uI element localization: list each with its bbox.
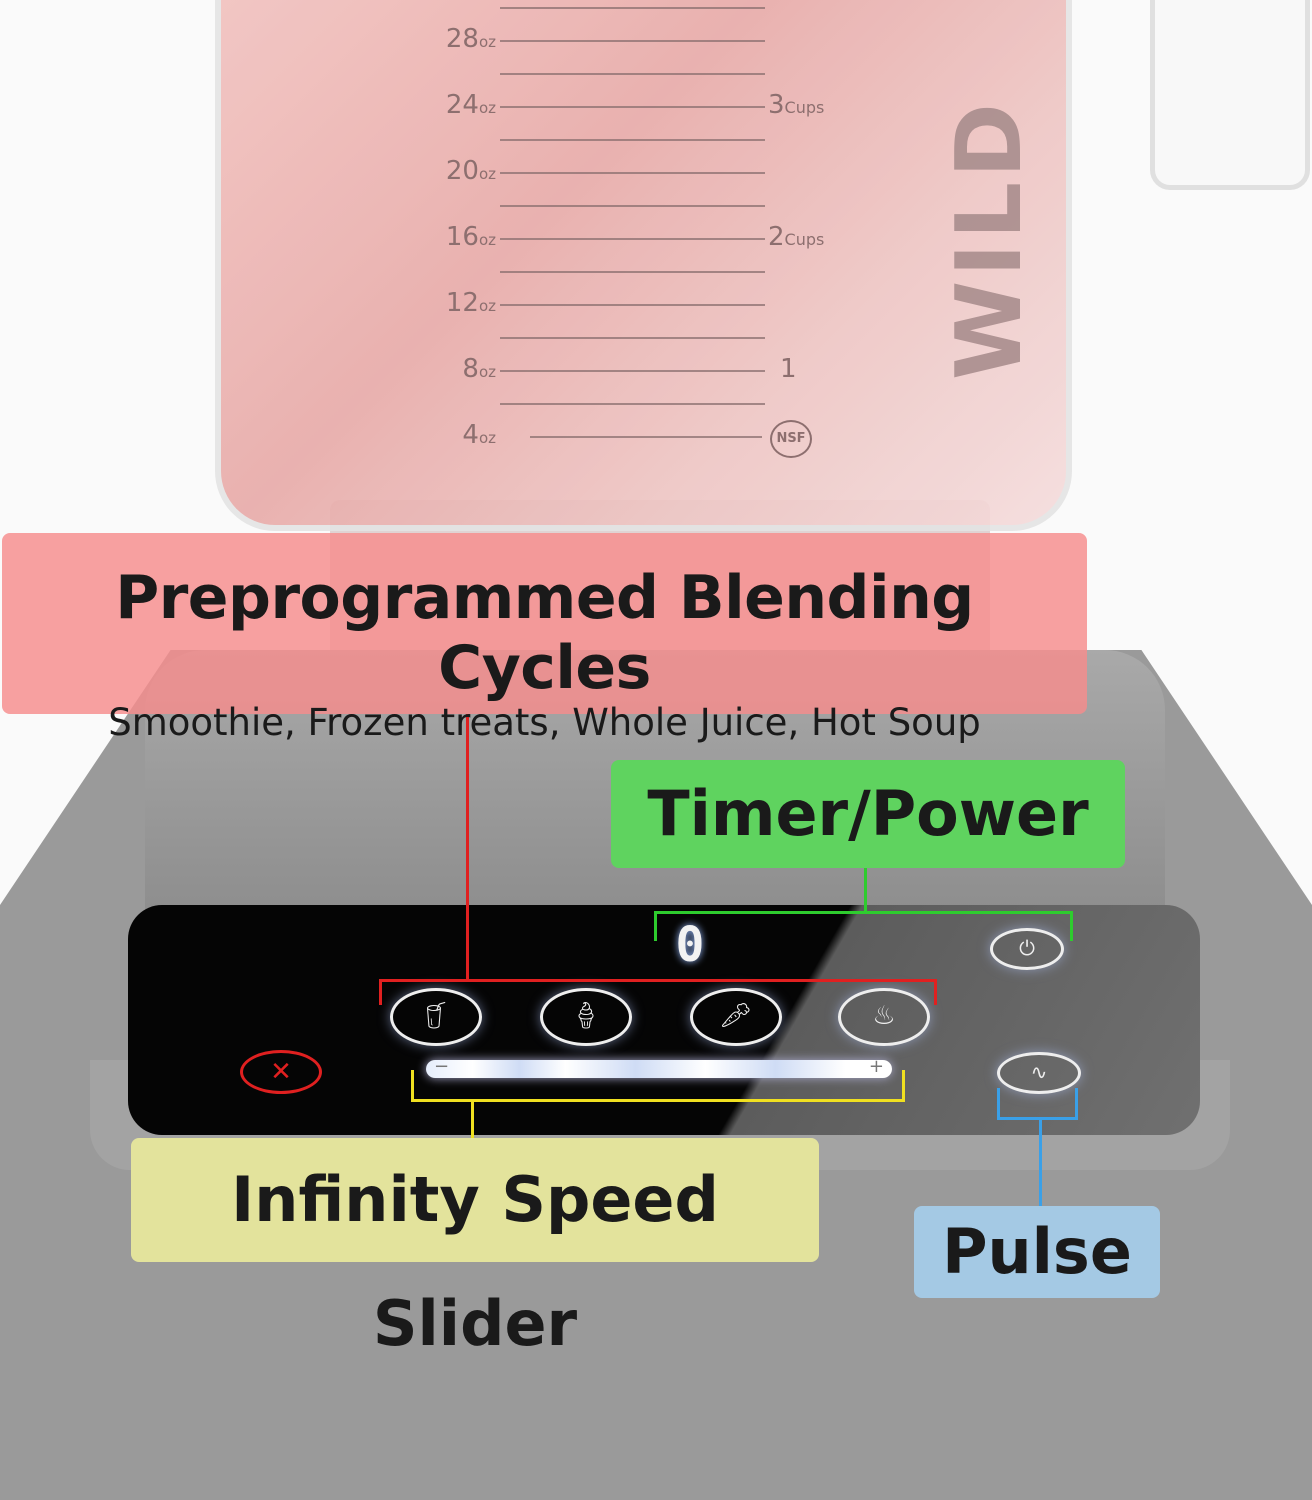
cup-label: 1 — [780, 354, 797, 384]
oz-label: 28oz — [445, 24, 496, 54]
graduation-line — [500, 370, 765, 372]
oz-label: 8oz — [462, 354, 496, 384]
graduation-line — [500, 40, 765, 42]
speed-slider-callout: Infinity Speed Slider — [131, 1138, 819, 1360]
stop-icon: ✕ — [270, 1057, 292, 1087]
timer-leader — [864, 868, 867, 912]
jar-handle — [1150, 0, 1310, 190]
power-button[interactable]: ⏻ — [990, 928, 1064, 970]
preprogrammed-subtitle: Smoothie, Frozen treats, Whole Juice, Ho… — [108, 701, 981, 744]
blender-jar — [215, 0, 1072, 531]
smoothie-button[interactable]: 🥤︎ — [390, 988, 482, 1046]
graduation-line — [500, 172, 765, 174]
oz-label: 16oz — [445, 222, 496, 252]
slider-max: + — [868, 1056, 884, 1077]
preprogrammed-leader — [466, 714, 469, 980]
slider-min: − — [434, 1056, 450, 1077]
graduation-line — [500, 7, 765, 9]
slider-leader — [471, 1100, 474, 1138]
graduation-line — [500, 139, 765, 141]
brand-logo: WILD — [937, 99, 1042, 380]
hot-soup-icon: ♨ — [872, 1001, 896, 1031]
whole-juice-icon: 🥕︎ — [719, 1001, 753, 1031]
timer-power-callout: Timer/Power — [611, 760, 1125, 868]
graduation-line — [500, 403, 765, 405]
whole-juice-button[interactable]: 🥕︎ — [690, 988, 782, 1046]
smoothie-icon: 🥤︎ — [419, 1001, 453, 1031]
graduation-line — [500, 205, 765, 207]
pulse-leader — [1039, 1118, 1042, 1206]
frozen-treats-button[interactable]: 🍦︎ — [540, 988, 632, 1046]
timer-display: 0 — [675, 917, 705, 973]
nsf-logo: NSF — [770, 420, 812, 458]
graduation-line — [500, 337, 765, 339]
pulse-callout: Pulse — [914, 1206, 1160, 1298]
graduation-line — [500, 238, 765, 240]
cup-label: 3Cups — [768, 90, 825, 120]
oz-label: 4oz — [462, 420, 496, 450]
frozen-treat-icon: 🍦︎ — [569, 1001, 603, 1031]
speed-slider[interactable]: − + — [426, 1056, 892, 1078]
power-icon: ⏻ — [1019, 936, 1035, 960]
preprogrammed-callout: Preprogrammed Blending Cycles Smoothie, … — [2, 533, 1087, 744]
stop-button[interactable]: ✕ — [240, 1050, 322, 1094]
timer-bracket — [654, 911, 1073, 941]
pulse-button[interactable]: ∿ — [997, 1052, 1081, 1094]
cup-label: 2Cups — [768, 222, 825, 252]
oz-label: 20oz — [445, 156, 496, 186]
graduation-line — [500, 106, 765, 108]
graduation-line — [500, 271, 765, 273]
preprogrammed-bracket — [379, 979, 937, 1005]
pulse-icon: ∿ — [1030, 1060, 1048, 1084]
pulse-bracket — [997, 1088, 1078, 1120]
preprogrammed-title: Preprogrammed Blending Cycles — [115, 563, 974, 703]
oz-label: 24oz — [445, 90, 496, 120]
oz-label: 12oz — [445, 288, 496, 318]
slider-bracket — [411, 1070, 905, 1102]
graduation-line — [500, 304, 765, 306]
graduation-line — [530, 436, 762, 438]
graduation-line — [500, 73, 765, 75]
hot-soup-button[interactable]: ♨ — [838, 988, 930, 1046]
